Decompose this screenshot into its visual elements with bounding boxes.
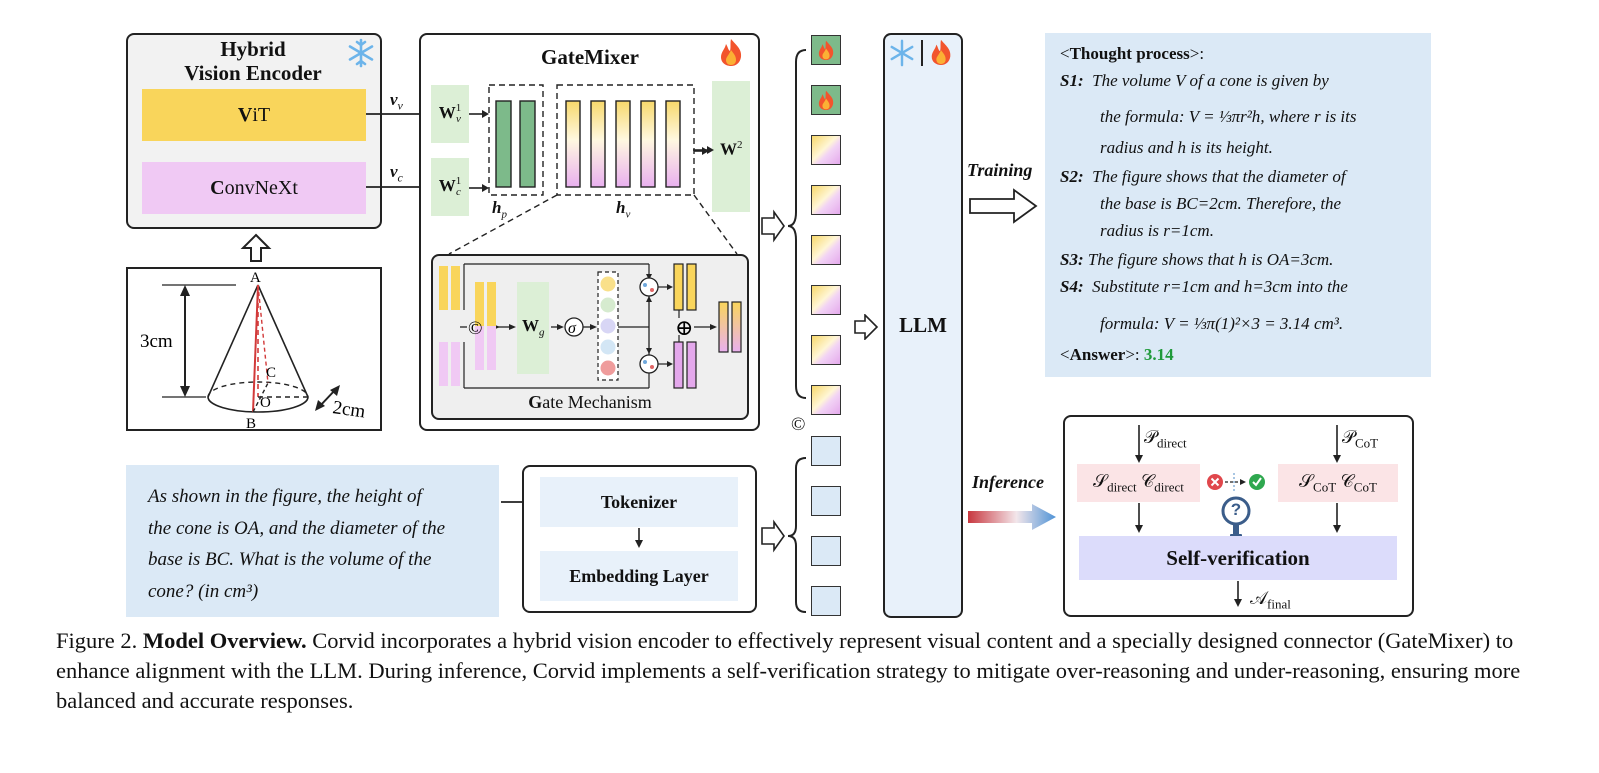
tokenizer-block: Tokenizer xyxy=(540,477,738,527)
step-s2-line3: radius is r=1cm. xyxy=(1100,221,1214,240)
w2-block xyxy=(712,81,750,212)
step-s4-line2: formula: V = ⅓π(1)²×3 = 3.14 cm³. xyxy=(1100,314,1344,333)
p-cot-label: 𝒫CoT xyxy=(1342,427,1379,451)
verification-question-mark: ? xyxy=(1230,500,1242,519)
inference-arrow xyxy=(968,504,1056,530)
fire-icon xyxy=(818,90,834,110)
plus-symbol: ⊕ xyxy=(675,315,693,340)
step-s3: S3: The figure shows that h is OA=3cm. xyxy=(1060,250,1334,269)
diameter-label: 2cm xyxy=(331,397,367,422)
embedding-layer-block: Embedding Layer xyxy=(540,551,738,601)
token-connectors xyxy=(761,49,807,613)
vit-block: ViT xyxy=(142,89,366,141)
snowflake-icon xyxy=(348,38,374,68)
divider xyxy=(921,40,923,66)
visual-token xyxy=(811,135,841,165)
figure-caption: Figure 2. Model Overview. Corvid incorpo… xyxy=(56,628,1521,713)
visual-token xyxy=(811,335,841,365)
answer-line: <Answer>: 3.14 xyxy=(1060,345,1174,364)
step-s2: S2: The figure shows that the diameter o… xyxy=(1060,167,1346,186)
fire-icon xyxy=(818,40,834,60)
visual-token xyxy=(811,285,841,315)
text-token xyxy=(811,586,841,616)
cone-diagram: A B C O 3cm 2cm xyxy=(140,270,367,431)
point-o-label: O xyxy=(260,395,271,411)
step-s1-line3: radius and h is its height. xyxy=(1100,138,1273,157)
point-a-label: A xyxy=(250,270,261,286)
text-token xyxy=(811,536,841,566)
point-b-label: B xyxy=(246,416,256,431)
thought-process-panel xyxy=(1045,33,1431,377)
token-concat-symbol: © xyxy=(791,414,806,435)
visual-token xyxy=(811,385,841,415)
step-s1: S1: The volume V of a cone is given by xyxy=(1060,71,1329,90)
thought-header: <Thought process>: xyxy=(1060,44,1205,63)
visual-token xyxy=(811,185,841,215)
text-token xyxy=(811,436,841,466)
v-c-label: vc xyxy=(390,162,403,185)
hv-label: hv xyxy=(616,198,631,221)
step-s1-line2: the formula: V = ⅓πr²h, where r is its xyxy=(1100,107,1357,126)
convnext-block: ConvNeXt xyxy=(142,162,366,214)
gate-mechanism-label: Gate Mechanism xyxy=(528,392,652,412)
height-label: 3cm xyxy=(140,331,173,352)
training-label: Training xyxy=(967,160,1033,180)
encoder-title: Hybrid Vision Encoder xyxy=(184,37,322,85)
fire-icon xyxy=(721,39,742,66)
gatemixer-internals xyxy=(448,84,738,255)
gatemixer-title: GateMixer xyxy=(541,45,639,69)
concat-symbol: © xyxy=(468,318,482,339)
question-panel: As shown in the figure, the height of th… xyxy=(126,465,499,617)
p-direct-label: 𝒫direct xyxy=(1144,427,1187,451)
point-c-label: C xyxy=(266,365,276,381)
a-final-label: 𝒜final xyxy=(1250,588,1291,612)
up-arrow-icon xyxy=(240,233,272,262)
sigma-symbol: σ xyxy=(568,320,577,337)
training-arrow xyxy=(969,188,1038,224)
visual-token xyxy=(811,235,841,265)
tokenizer-down-arrow xyxy=(635,528,643,548)
gate-mechanism-diagram: © σ ⊕ xyxy=(439,263,742,389)
text-token xyxy=(811,486,841,516)
direct-result-block: 𝒮direct 𝒞direct xyxy=(1077,464,1200,502)
w2-label: W2 xyxy=(720,139,743,159)
inference-label: Inference xyxy=(972,472,1044,492)
cot-result-block: 𝒮CoT 𝒞CoT xyxy=(1278,464,1398,502)
hp-label: hp xyxy=(492,198,507,221)
llm-block: LLM xyxy=(883,33,963,618)
verification-arrows xyxy=(1135,425,1341,607)
wg-label: Wg xyxy=(522,316,545,339)
fire-icon xyxy=(931,39,951,65)
tokens-to-llm-arrow xyxy=(854,314,879,340)
v-v-label: vv xyxy=(390,90,403,113)
step-s2-line2: the base is BC=2cm. Therefore, the xyxy=(1100,194,1342,213)
self-verification-block: Self-verification xyxy=(1079,536,1397,580)
w2-arrow xyxy=(693,146,714,154)
snowflake-icon xyxy=(890,39,914,67)
step-s4: S4: Substitute r=1cm and h=3cm into the xyxy=(1060,277,1348,296)
